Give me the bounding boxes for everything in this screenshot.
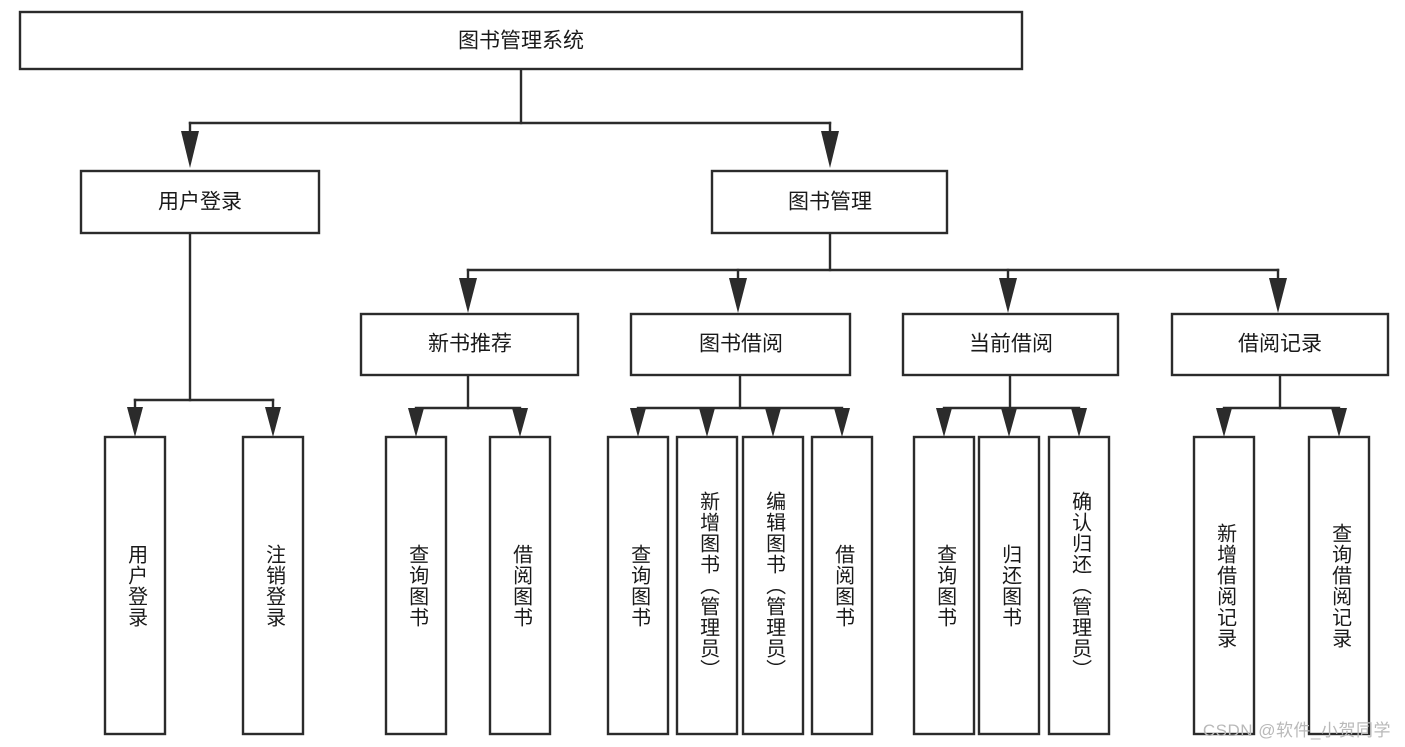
node-records[interactable]: 借阅记录 [1170,312,1390,377]
node-borrow-box[interactable] [629,312,852,377]
arrow-head-bookmgmt [821,131,839,168]
node-leaf-13-box[interactable] [1307,435,1371,736]
node-bookmgmt[interactable]: 图书管理 [710,169,949,235]
arrow-head-leaf-8 [834,408,850,437]
node-newbook-label: 新书推荐 [428,333,512,356]
node-leaf-6-box[interactable] [675,435,739,736]
arrow-head-current [999,278,1017,313]
node-leaf-9-box[interactable] [912,435,976,736]
arrow-head-login [181,131,199,168]
arrow-head-borrow [729,278,747,313]
arrow-head-leaf-5 [630,408,646,437]
node-leaf-11-box[interactable] [1047,435,1111,736]
node-login-box[interactable] [79,169,321,235]
node-current-label: 当前借阅 [969,333,1053,356]
arrow-head-leaf-10 [1001,408,1017,437]
arrow-head-leaf-2 [265,407,281,437]
node-bookmgmt-box[interactable] [710,169,949,235]
arrow-head-leaf-1 [127,407,143,437]
node-leaf-3-box[interactable] [384,435,448,736]
connector-group-login [127,232,281,437]
arrow-head-leaf-12 [1216,408,1232,437]
connector-group-root [181,67,839,168]
arrow-head-leaf-6 [699,408,715,437]
arrow-head-leaf-13 [1331,408,1347,437]
arrow-head-leaf-3 [408,408,424,437]
node-newbook-box[interactable] [359,312,580,377]
node-leaf-12-box[interactable] [1192,435,1256,736]
arrow-head-leaf-7 [765,408,781,437]
node-login[interactable]: 用户登录 [79,169,321,235]
node-current[interactable]: 当前借阅 [901,312,1120,377]
node-login-label: 用户登录 [158,191,242,214]
node-leaf-8-box[interactable] [810,435,874,736]
connector-group-current [936,373,1087,437]
node-borrow[interactable]: 图书借阅 [629,312,852,377]
node-records-label: 借阅记录 [1238,333,1322,356]
leaf-boxes [103,435,1371,736]
node-leaf-10-box[interactable] [977,435,1041,736]
arrow-head-records [1269,278,1287,313]
node-leaf-7-box[interactable] [741,435,805,736]
connector-group-borrow [630,373,850,437]
watermark-text: CSDN @软件_小贺同学 [1202,721,1391,740]
arrow-head-leaf-11 [1071,408,1087,437]
node-root-box[interactable] [18,10,1024,71]
node-leaf-4-box[interactable] [488,435,552,736]
connector-group-records [1216,373,1347,437]
node-leaf-2-box[interactable] [241,435,305,736]
arrow-head-leaf-4 [512,408,528,437]
node-current-box[interactable] [901,312,1120,377]
node-newbook[interactable]: 新书推荐 [359,312,580,377]
node-leaf-5-box[interactable] [606,435,670,736]
node-root-label: 图书管理系统 [458,30,584,53]
node-borrow-label: 图书借阅 [699,333,783,356]
node-bookmgmt-label: 图书管理 [788,191,872,214]
node-records-box[interactable] [1170,312,1390,377]
arrow-head-leaf-9 [936,408,952,437]
node-root[interactable]: 图书管理系统 [18,10,1024,71]
connector-group-newbook [408,373,528,437]
node-leaf-1-box[interactable] [103,435,167,736]
connector-group-bookmgmt [459,232,1287,313]
arrow-head-newbook [459,278,477,313]
